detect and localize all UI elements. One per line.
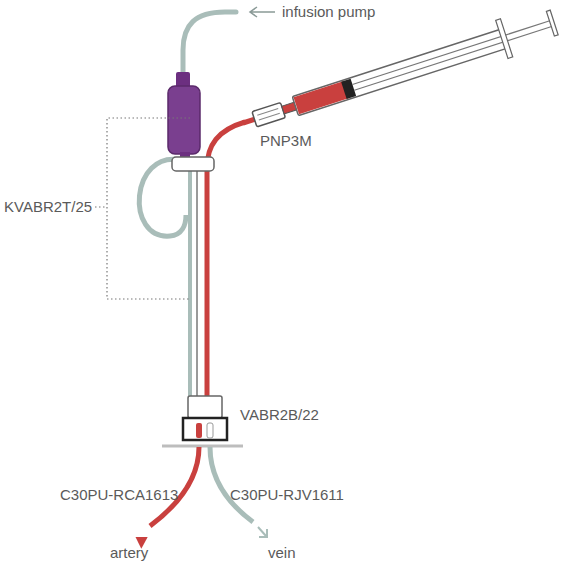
swivel-body xyxy=(168,86,200,154)
clip xyxy=(172,157,214,171)
base-plate xyxy=(183,418,227,440)
vessel-label: vein xyxy=(268,544,296,562)
base-connector xyxy=(188,396,222,418)
part-number: KVABR2T/25 xyxy=(4,198,92,216)
part-number: PNP3M xyxy=(260,132,312,150)
part-number: C30PU-RCA1613 xyxy=(60,486,178,504)
syringe xyxy=(237,3,560,142)
bracket xyxy=(95,118,190,299)
flow-arrow xyxy=(250,7,275,17)
vessel-label: artery xyxy=(110,544,148,562)
vein-stub xyxy=(207,423,213,438)
tether-rod xyxy=(196,170,198,400)
infusion-tube xyxy=(183,12,236,78)
inner-tube xyxy=(188,170,192,400)
vein-arrow xyxy=(258,527,267,537)
part-number: C30PU-RJV1611 xyxy=(230,486,344,504)
part-number: VABR2B/22 xyxy=(240,406,319,424)
vein-catheter xyxy=(210,447,253,522)
source-label: infusion pump xyxy=(282,3,375,21)
artery-stub xyxy=(196,423,202,438)
skin-line xyxy=(162,445,243,448)
